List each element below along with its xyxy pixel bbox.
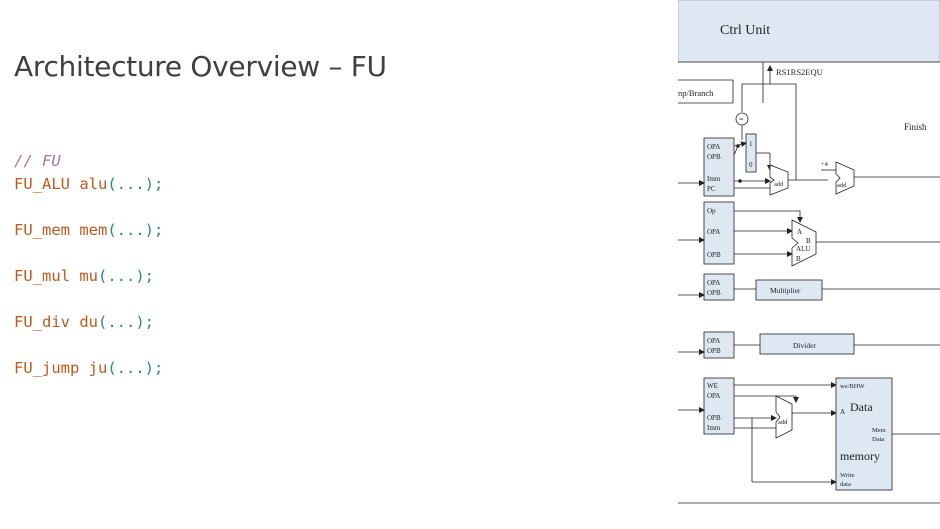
alu-shape (791, 219, 817, 267)
adder-label: add (837, 182, 847, 189)
ctrl-unit-label: Ctrl Unit (720, 23, 770, 38)
reg-label: OPA (707, 337, 720, 345)
slide-title: Architecture Overview – FU (14, 50, 387, 83)
alu-label: A (797, 228, 802, 236)
code-type: FU_mem (14, 221, 70, 239)
code-line-mul: FU_mul mu(...); (14, 265, 163, 288)
reg-label: Op (707, 207, 716, 215)
reg-label: OPB (707, 289, 721, 297)
mem-write-label: data (840, 481, 851, 488)
code-args: (...); (98, 313, 155, 331)
code-instance: du (79, 313, 99, 331)
code-instance: alu (79, 175, 108, 193)
alu-label: B (796, 255, 801, 263)
divider-box (759, 333, 855, 355)
alu-label: B (806, 237, 811, 245)
code-type: FU_mul (14, 267, 70, 285)
code-block: // FU FU_ALU alu(...); FU_mem mem(...); … (14, 150, 163, 380)
mem-title: Data (850, 400, 873, 414)
reg-label: Imm (707, 424, 721, 432)
mem-we-label: we/BHW (840, 383, 865, 390)
divider-label: Divider (793, 341, 816, 350)
code-comment: // FU (14, 152, 61, 170)
reg-label: OPA (707, 228, 720, 236)
code-line-alu: FU_ALU alu(...); (14, 173, 163, 196)
finished-label: Finish (904, 122, 927, 132)
branch-adder (769, 164, 789, 196)
reg-label: OPB (707, 347, 721, 355)
reg-label: PC (707, 185, 716, 193)
reg-label: OPB (707, 414, 721, 422)
mem-a-label: A (840, 408, 845, 416)
reg-label: OPA (707, 392, 720, 400)
mem-out-label: Data (872, 436, 884, 443)
mul-reg-box (703, 273, 735, 301)
code-args: (...); (98, 267, 155, 285)
code-type: FU_jump (14, 359, 80, 377)
branch-reg-box (703, 137, 735, 197)
adder-label: add (778, 419, 788, 426)
reg-label: OPB (707, 153, 721, 161)
adder-label: add (774, 181, 784, 188)
reg-label: Imm (707, 175, 721, 183)
pc-adder (835, 161, 855, 195)
mem-title: memory (840, 449, 880, 463)
multiplier-label: Multiplier (770, 286, 801, 295)
mem-write-label: Write (840, 472, 855, 479)
jump-branch-label: np/Branch (678, 88, 714, 98)
code-instance: mu (79, 267, 99, 285)
code-line-div: FU_div du(...); (14, 311, 163, 334)
reg-label: OPA (707, 279, 720, 287)
code-args: (...); (107, 221, 164, 239)
rs-equ-label: RS1RS2EQU (776, 67, 823, 77)
mem-reg-box (703, 377, 735, 435)
code-instance: ju (88, 359, 108, 377)
reg-label: WE (707, 382, 718, 390)
code-line-mem: FU_mem mem(...); (14, 219, 163, 242)
mem-addr-adder (775, 395, 793, 439)
mux-label: 1 (749, 140, 753, 148)
plus4-label: +4 (821, 161, 829, 168)
eq-symbol: = (739, 115, 744, 124)
ctrl-unit-box (678, 0, 940, 63)
fu-architecture-diagram: Ctrl Unit RS1RS2EQU np/Branch = Finish O… (678, 0, 940, 504)
multiplier-box (755, 279, 823, 301)
reg-label: OPA (707, 143, 720, 151)
mem-out-label: Mem (872, 427, 886, 434)
mux-label: 0 (749, 161, 753, 169)
code-args: (...); (107, 359, 164, 377)
code-instance: mem (79, 221, 108, 239)
code-type: FU_div (14, 313, 70, 331)
reg-label: OPB (707, 251, 721, 259)
code-args: (...); (107, 175, 164, 193)
data-memory-box (835, 377, 893, 491)
alu-reg-box (703, 201, 735, 265)
code-line-jump: FU_jump ju(...); (14, 357, 163, 380)
alu-label: ALU (796, 245, 810, 253)
code-type: FU_ALU (14, 175, 70, 193)
